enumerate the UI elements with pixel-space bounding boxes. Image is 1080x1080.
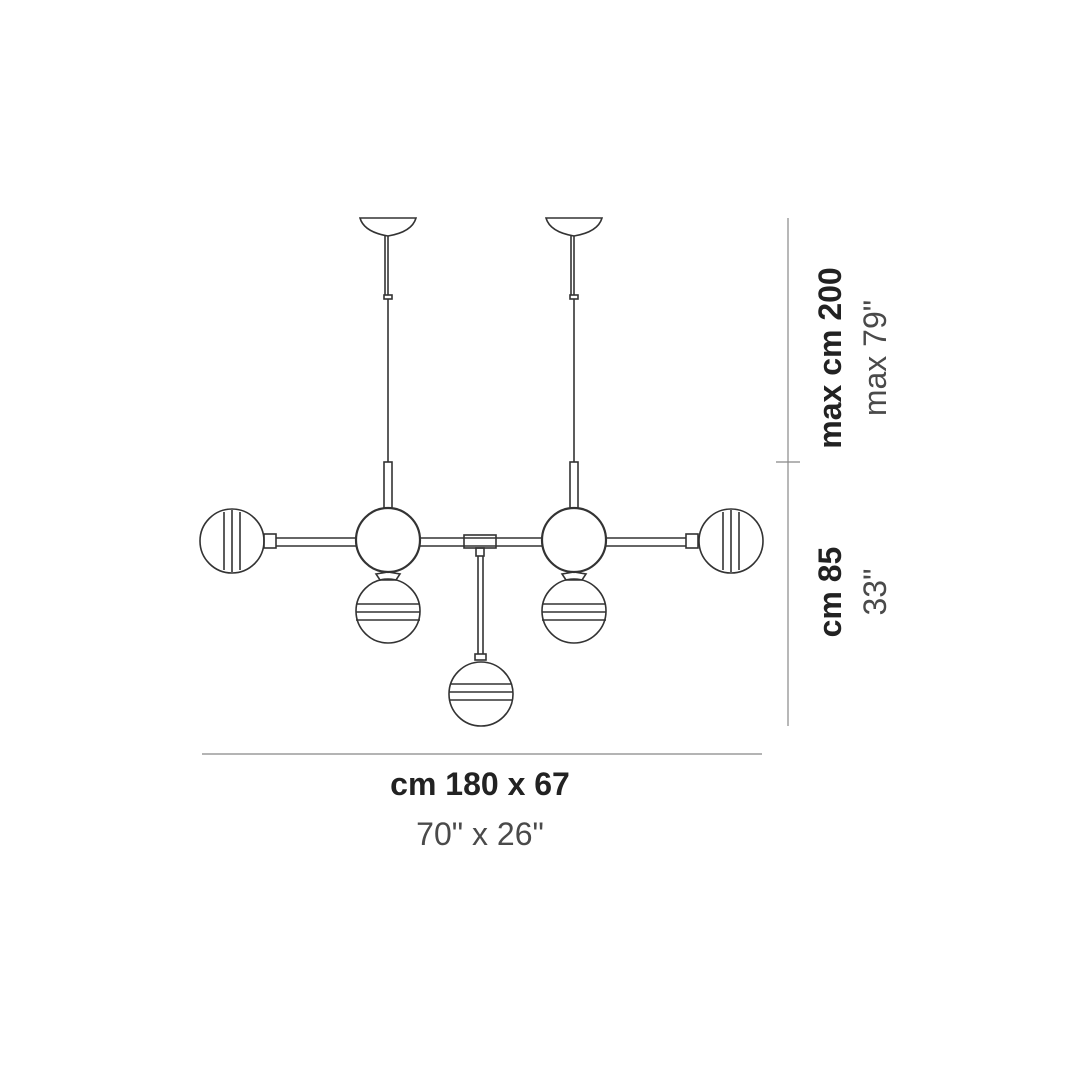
- left-stem: [383, 461, 393, 509]
- left-ceiling-canopy: [358, 217, 418, 300]
- right-main-globe: [540, 506, 608, 574]
- right-side-globe: [685, 508, 764, 574]
- left-lower-globe: [355, 571, 421, 644]
- horizontal-bar: [276, 537, 686, 547]
- center-connector: [463, 534, 497, 661]
- max-drop-dimension-cm: max cm 200: [812, 267, 848, 449]
- width-dimension-inches: 70" x 26": [416, 816, 544, 852]
- right-ceiling-canopy: [544, 217, 604, 300]
- body-height-dimension-inches: 33": [857, 568, 893, 616]
- body-height-dimension-cm: cm 85: [812, 546, 848, 638]
- left-side-globe: [199, 508, 277, 574]
- left-main-globe: [354, 506, 422, 574]
- max-drop-dimension-inches: max 79": [857, 299, 893, 417]
- right-stem: [569, 461, 579, 509]
- width-dimension-cm: cm 180 x 67: [390, 766, 570, 802]
- center-lower-globe: [448, 661, 514, 727]
- right-lower-globe: [541, 571, 607, 644]
